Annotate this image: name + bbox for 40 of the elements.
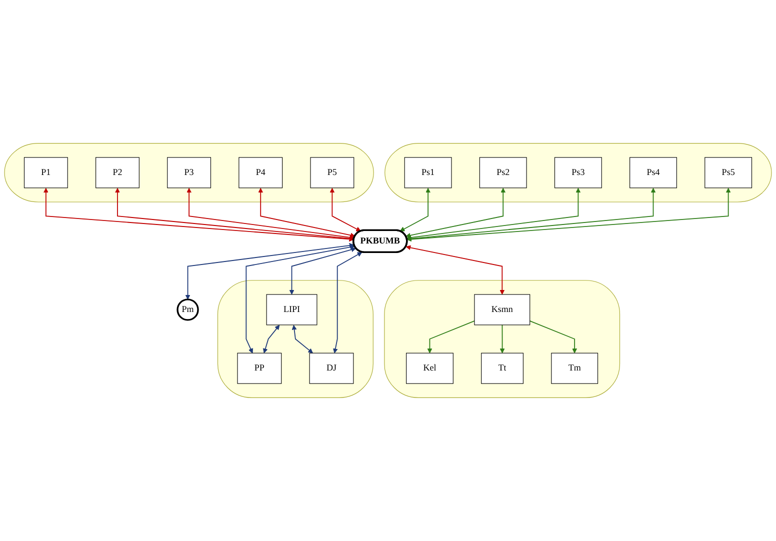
node-box: DJ xyxy=(309,352,354,384)
arrow xyxy=(186,188,354,240)
node-box: P1 xyxy=(24,157,68,188)
node-box: P5 xyxy=(310,157,354,188)
arrow xyxy=(406,188,731,242)
node-box: P4 xyxy=(238,157,283,188)
arrow xyxy=(292,324,313,354)
node-box: Kel xyxy=(406,352,454,384)
arrow xyxy=(400,188,431,232)
node-box: LIPI xyxy=(266,294,318,326)
arrow xyxy=(406,188,656,242)
cluster xyxy=(217,280,374,398)
node-box: Ps2 xyxy=(479,157,527,188)
arrow xyxy=(406,188,581,240)
node-box: P2 xyxy=(96,157,140,188)
node-box: Ksmn xyxy=(474,294,530,326)
arrow xyxy=(43,188,354,242)
arrow xyxy=(406,188,506,238)
arrow xyxy=(115,188,354,241)
arrow xyxy=(262,324,280,354)
node-box: Ps1 xyxy=(404,157,452,188)
arrow xyxy=(185,243,354,300)
arrow xyxy=(500,324,505,354)
node-box: Tt xyxy=(481,352,524,384)
arrow xyxy=(529,320,578,354)
node-box: Tm xyxy=(551,352,598,384)
node-box: Ps3 xyxy=(554,157,602,188)
cluster xyxy=(384,280,620,398)
arrow xyxy=(427,320,475,354)
node-box: P3 xyxy=(167,157,212,188)
arrow xyxy=(246,244,355,354)
node-box: Ps4 xyxy=(630,157,677,188)
node-box: PP xyxy=(237,352,282,384)
arrow xyxy=(258,188,356,238)
node-circle: Pm xyxy=(176,298,199,321)
arrow xyxy=(330,188,361,232)
node-box: Ps5 xyxy=(704,157,752,188)
arrow xyxy=(289,247,356,295)
arrow xyxy=(406,245,505,295)
arrow xyxy=(332,252,362,354)
